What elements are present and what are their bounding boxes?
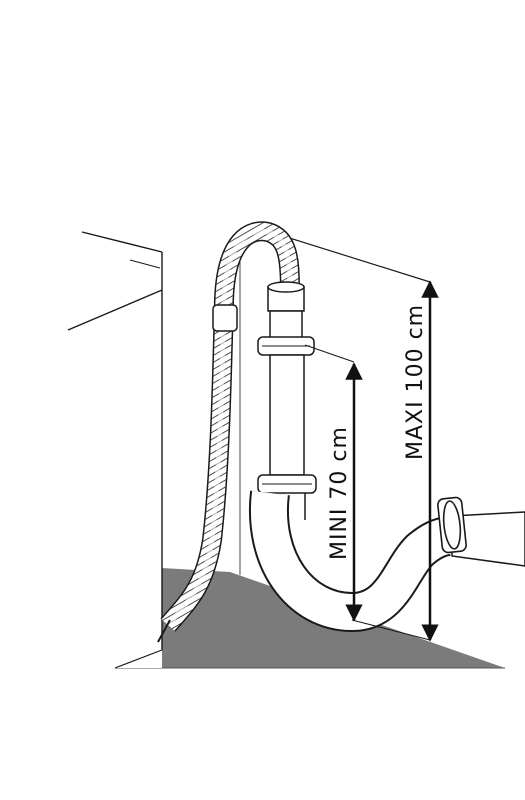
drain-pipe xyxy=(437,496,525,567)
min-reference-line xyxy=(304,344,355,363)
hose-clip xyxy=(212,304,238,332)
max-height-label: MAXI 100 cm xyxy=(403,304,428,460)
drain-hose xyxy=(157,221,300,643)
min-height-label: MINI 70 cm xyxy=(327,426,352,560)
standpipe xyxy=(257,281,317,494)
s-trap xyxy=(248,490,452,633)
washing-machine xyxy=(67,231,163,669)
floor-reference-line xyxy=(351,619,431,641)
